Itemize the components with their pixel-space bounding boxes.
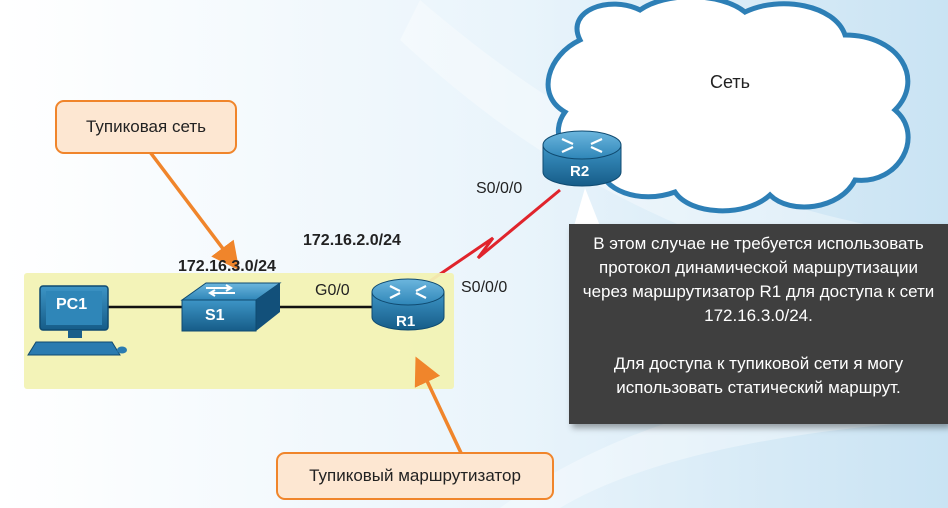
serial-link-r1-r2 [407, 188, 561, 298]
s1-label: S1 [205, 307, 225, 324]
lan-network-label: 172.16.3.0/24 [178, 258, 276, 275]
r1-serial-label: S0/0/0 [461, 279, 508, 296]
r1-router-icon[interactable] [371, 278, 445, 331]
stub-router-callout: Тупиковый маршрутизатор [276, 452, 554, 500]
r2-serial-label: S0/0/0 [476, 180, 523, 197]
arrow-stub-router [414, 356, 464, 456]
s1-switch-icon[interactable] [180, 282, 282, 332]
info-box: В этом случае не требуется использовать … [569, 224, 948, 424]
r2-label: R2 [570, 163, 590, 180]
info-paragraph-1: В этом случае не требуется использовать … [582, 234, 935, 325]
r2-router-icon[interactable] [542, 130, 622, 187]
r1-label: R1 [396, 313, 416, 330]
arrow-stub-network [148, 150, 240, 271]
cloud-label: Сеть [710, 72, 751, 92]
pc1-icon[interactable] [27, 285, 127, 356]
r1-gig-label: G0/0 [315, 282, 350, 299]
wan-network-label: 172.16.2.0/24 [303, 232, 401, 249]
pc1-label: PC1 [56, 296, 88, 313]
info-box-pointer [574, 188, 600, 226]
stub-network-callout: Тупиковая сеть [55, 100, 237, 154]
info-paragraph-2: Для доступа к тупиковой сети я могу испо… [613, 354, 904, 397]
